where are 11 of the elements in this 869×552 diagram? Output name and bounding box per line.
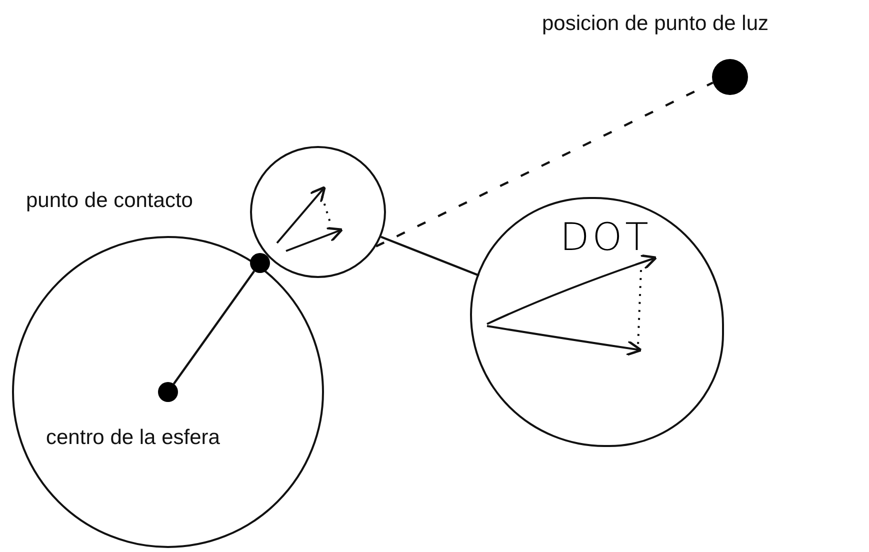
connector-line (380, 236, 480, 277)
contact-point-dot (250, 253, 270, 273)
connector-line (172, 270, 256, 384)
point-caption: centro de la esfera (46, 426, 220, 450)
zoom-circle (250, 146, 386, 278)
sphere-center-dot (158, 382, 178, 402)
dashed-line (376, 82, 714, 248)
point-caption: punto de contacto (26, 189, 193, 213)
handwritten-label: DOT (560, 215, 652, 259)
point-caption: posicion de punto de luz (542, 12, 768, 36)
light-point-dot (712, 59, 748, 95)
